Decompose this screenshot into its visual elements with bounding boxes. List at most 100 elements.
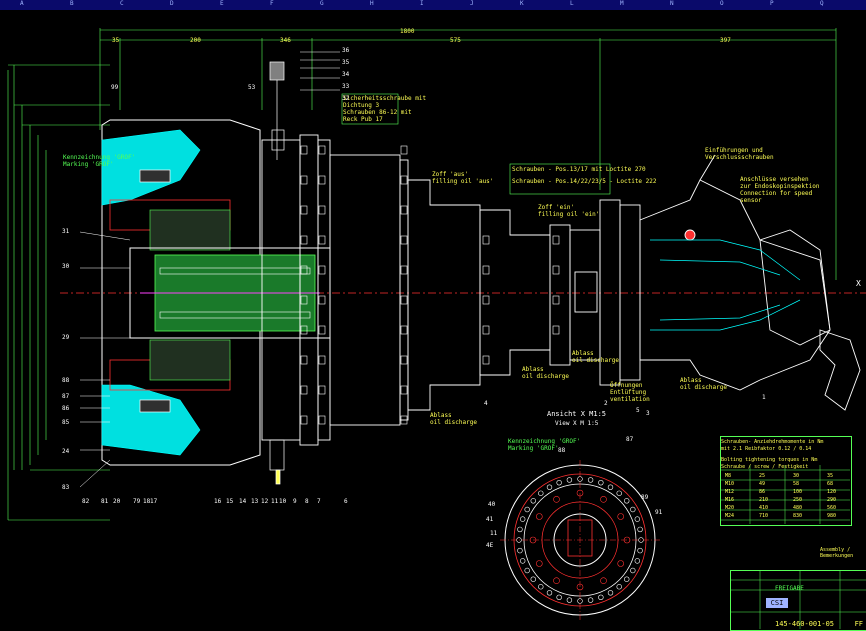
bleed-note-2: Entlüftung (610, 389, 647, 396)
bolt-head (552, 235, 560, 245)
zone-letter: Q (820, 0, 824, 7)
inner-bolt-hole (553, 495, 560, 503)
drawing-number: 145-460-001-05 (775, 620, 835, 628)
callout-number: 18 (143, 498, 151, 505)
callout-number: 88 (62, 377, 70, 384)
bolt-hole (530, 576, 536, 582)
lock-note-4: Reck Pub 17 (343, 116, 383, 123)
pump-note-4: zur Endoskopinspektion (740, 183, 820, 190)
callout-number: 14 (239, 498, 247, 505)
bolt-head (300, 235, 308, 245)
company-logo: CSI (766, 598, 788, 608)
callout-number: 87 (626, 436, 634, 443)
pump-note-3: Anschlüsse versehen (740, 176, 809, 183)
flange-bolts (300, 145, 560, 425)
bolt-hole (630, 506, 636, 513)
bolt-head (318, 325, 326, 335)
zone-letter: G (320, 0, 324, 7)
bolt-head (318, 145, 326, 155)
bolt-head (400, 265, 408, 275)
callout-number: 86 (62, 405, 70, 412)
bolt-hole (519, 516, 526, 522)
lock-note-3: Schrauben 86-12 mit (343, 109, 412, 116)
shaft-note-1: Schrauben - Pos.13/17 mit Loctite 270 (512, 166, 646, 173)
callout-number: 24 (62, 448, 70, 455)
callout-number: 85 (62, 419, 70, 426)
drain-note-4: Ablass (680, 377, 702, 384)
leader-lines (79, 51, 340, 488)
drain-note-1-en: oil discharge (522, 373, 569, 380)
callout-number: 4 (484, 400, 488, 407)
bolt-head (300, 295, 308, 305)
bolt-hole (566, 597, 573, 603)
zone-letter: K (520, 0, 524, 7)
bolt-hole (524, 567, 530, 574)
torque-table-title-4: Schraube / screw / Festigkeit (721, 464, 809, 470)
bolt-head (300, 265, 308, 275)
bolt-hole (519, 558, 526, 564)
callout-number: 31 (62, 228, 70, 235)
bolt-head (400, 355, 408, 365)
bolt-head (482, 235, 490, 245)
bolt-head (300, 385, 308, 395)
torque-table-title-3: Bolting tightening torques in Nm (721, 457, 818, 463)
lock-note-1: Sicherheitsschraube mit (343, 95, 427, 102)
callout-number: 15 (226, 498, 234, 505)
bolt-hole (538, 584, 544, 590)
title-block: FREIGABE 145-460-001-05 FF (730, 570, 866, 631)
view-x-title: Ansicht X M1:5 (547, 410, 607, 418)
callout-number: 4E (486, 542, 494, 549)
bolt-head (400, 415, 408, 425)
dimension-seg-2: 200 (190, 37, 201, 44)
callout-number: 41 (486, 516, 494, 523)
bolt-hole (556, 594, 562, 601)
callout-number: 33 (342, 83, 350, 90)
bolt-hole (524, 506, 530, 513)
callout-number: 20 (113, 498, 121, 505)
callout-number: 87 (62, 393, 70, 400)
bolt-hole (530, 498, 536, 504)
torque-table-cell: 980 (827, 513, 837, 519)
bolt-head (482, 265, 490, 275)
callout-number: 30 (62, 263, 70, 270)
torque-table-cell: 100 (793, 489, 803, 495)
pump-note-5: Connection for speed (740, 190, 813, 197)
bolt-head (318, 385, 326, 395)
dimension-seg-1: 35 (112, 37, 120, 44)
view-x-detail (500, 460, 660, 620)
bolt-head (400, 235, 408, 245)
torque-table-cell: 68 (827, 481, 834, 487)
bolt-hole (587, 597, 594, 603)
shaft-note-2: Schrauben - Pos.14/22/23/5 - Loctite 222 (512, 178, 657, 185)
torque-table-title-1: Schrauben- Anziehdrehmomente in Nm (721, 439, 824, 445)
bolt-head (400, 205, 408, 215)
bolt-hole (546, 590, 553, 596)
bolt-hole (517, 547, 523, 554)
inner-bolt-hole (535, 513, 543, 520)
bolt-hole (637, 547, 643, 554)
torque-table-cell: 120 (827, 489, 837, 495)
bolt-head (400, 145, 408, 155)
bolt-head (300, 325, 308, 335)
drain-note-4-en: oil discharge (680, 384, 727, 391)
bolt-head (300, 205, 308, 215)
drain-note-2: Ablass (572, 350, 594, 357)
torque-table-cell: 49 (759, 481, 766, 487)
dimension-seg-3: 346 (280, 37, 291, 44)
callout-number: 32 (342, 95, 350, 102)
torque-table-cell: 86 (759, 489, 766, 495)
zone-letter: E (220, 0, 224, 7)
upper-fasteners (139, 61, 285, 485)
bolt-head (318, 355, 326, 365)
callout-number: 89 (641, 494, 649, 501)
torque-table-cell: 480 (793, 505, 803, 511)
callout-number: 13 (251, 498, 259, 505)
title-block-grid (730, 570, 866, 629)
zone-letter: D (170, 0, 174, 7)
view-marking-note-en: Marking 'GROF' (508, 445, 559, 452)
callout-number: 82 (82, 498, 90, 505)
